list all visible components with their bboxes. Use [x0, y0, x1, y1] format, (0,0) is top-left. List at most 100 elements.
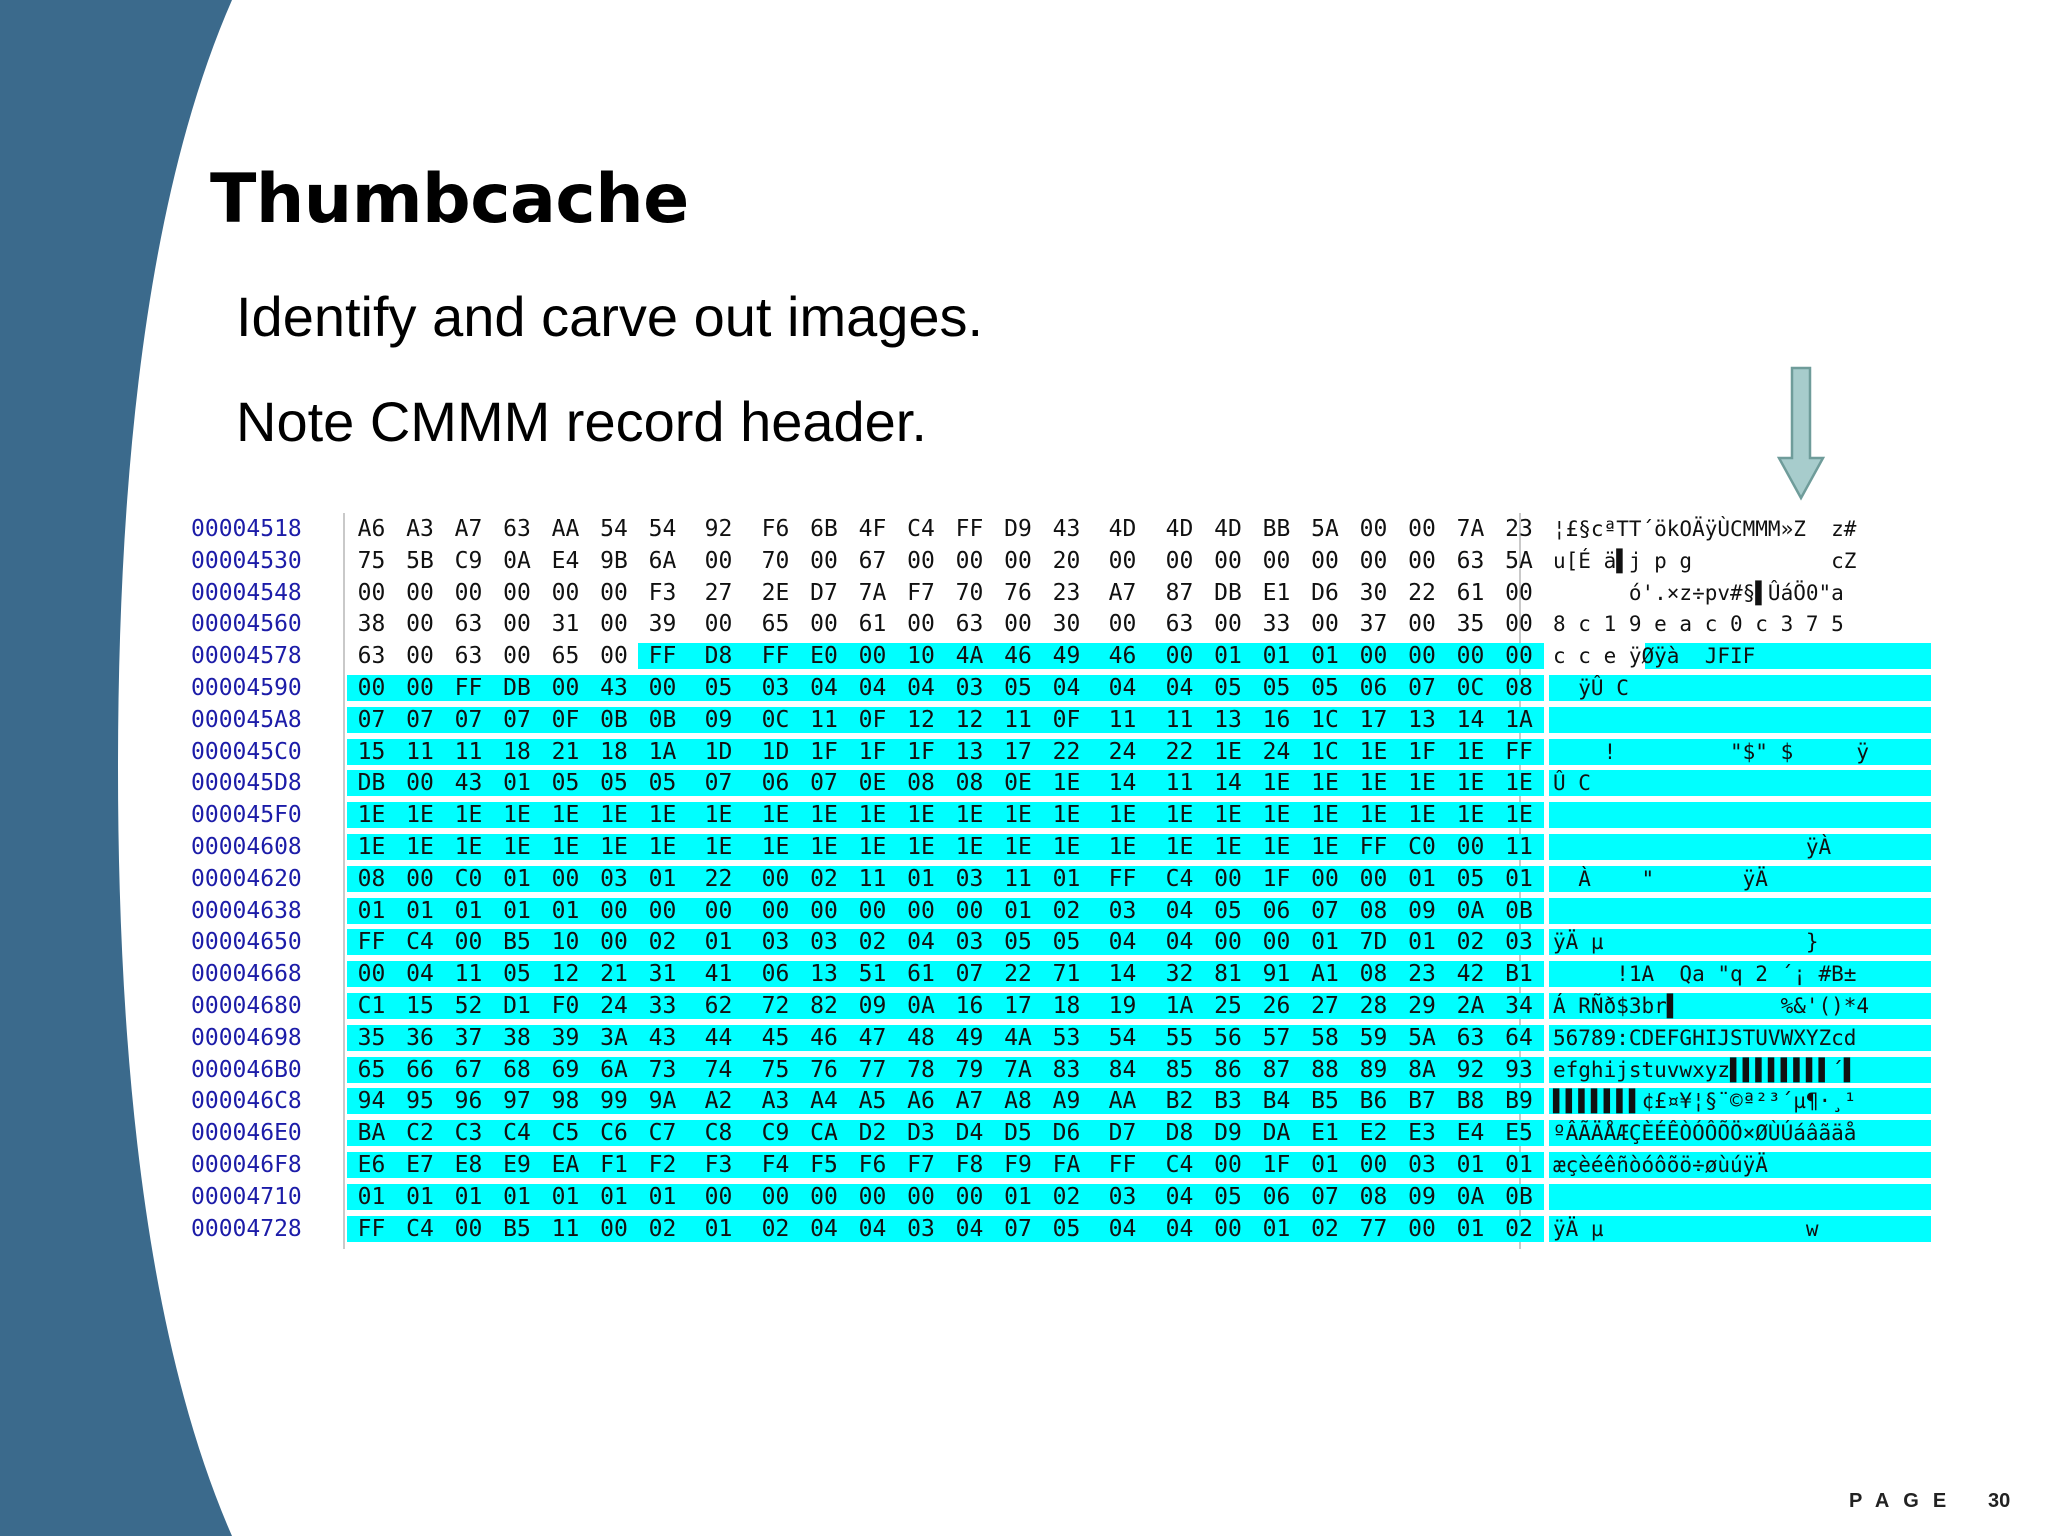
hex-byte[interactable]: 00	[1311, 611, 1339, 638]
hex-byte[interactable]: 00	[896, 897, 946, 924]
hex-byte[interactable]: E4	[551, 547, 580, 574]
hex-byte[interactable]: 14	[1446, 706, 1495, 733]
hex-byte[interactable]: B8	[1446, 1088, 1495, 1115]
hex-byte[interactable]: A8	[993, 1088, 1043, 1115]
hex-byte[interactable]: E4	[1446, 1120, 1495, 1147]
hex-byte[interactable]: 01	[492, 865, 542, 892]
hex-byte[interactable]: 05	[1042, 1215, 1091, 1242]
hex-byte[interactable]: 49	[945, 1024, 994, 1051]
hex-byte[interactable]: 13	[1203, 706, 1253, 733]
hex-byte[interactable]: A4	[799, 1088, 849, 1115]
hex-byte[interactable]: F8	[945, 1152, 994, 1178]
hex-byte[interactable]: 00	[541, 865, 590, 892]
hex-byte[interactable]: 07	[686, 770, 751, 797]
hex-byte[interactable]: 01	[444, 1183, 493, 1210]
hex-byte[interactable]: 51	[848, 961, 897, 988]
hex-byte[interactable]: 1E	[444, 802, 493, 829]
hex-byte[interactable]: 54	[600, 516, 628, 542]
hex-byte[interactable]: 47	[848, 1024, 897, 1051]
hex-byte[interactable]: 43	[444, 770, 493, 797]
hex-byte[interactable]: 22	[1408, 579, 1436, 606]
hex-byte[interactable]: 08	[347, 865, 396, 892]
hex-byte[interactable]: 1E	[1042, 770, 1091, 797]
hex-byte[interactable]: F3	[686, 1152, 751, 1178]
hex-byte[interactable]: 63	[454, 643, 483, 670]
hex-byte[interactable]: 00	[751, 865, 800, 892]
hex-byte[interactable]: 12	[896, 706, 946, 733]
hex-byte[interactable]: BA	[347, 1120, 396, 1147]
hex-byte[interactable]: 52	[444, 993, 493, 1019]
hex-byte[interactable]: C4	[492, 1120, 542, 1147]
hex-byte[interactable]: 01	[347, 1183, 396, 1210]
hex-byte[interactable]: 7A	[858, 579, 887, 606]
hex-byte[interactable]: B5	[492, 929, 542, 956]
hex-byte[interactable]: 02	[1446, 929, 1495, 956]
hex-byte[interactable]: 00	[945, 1183, 994, 1210]
hex-byte[interactable]: 1E	[1042, 834, 1091, 860]
hex-byte[interactable]: 43	[638, 1024, 687, 1051]
hex-byte[interactable]: 00	[945, 897, 994, 924]
hex-byte[interactable]: 00	[704, 611, 733, 638]
hex-byte[interactable]: 01	[993, 897, 1043, 924]
hex-byte[interactable]: 65	[347, 1056, 396, 1083]
hex-byte[interactable]: 63	[357, 643, 386, 670]
hex-byte[interactable]: 00	[1397, 1215, 1447, 1242]
hex-byte[interactable]: FF	[1090, 1152, 1155, 1178]
hex-byte[interactable]: 65	[551, 643, 580, 670]
hex-byte[interactable]: 02	[638, 929, 687, 956]
hex-byte[interactable]: 07	[1300, 1183, 1350, 1210]
hex-byte[interactable]: 24	[589, 993, 639, 1019]
hex-byte[interactable]: 1E	[848, 802, 897, 829]
hex-byte[interactable]: 1E	[1494, 770, 1544, 797]
hex-byte[interactable]: 08	[1494, 675, 1544, 701]
hex-byte[interactable]: C9	[751, 1120, 800, 1147]
hex-byte[interactable]: 76	[1004, 579, 1032, 606]
hex-byte[interactable]: A7	[1108, 579, 1137, 606]
hex-byte[interactable]: 04	[1155, 929, 1204, 956]
hex-byte[interactable]: 00	[1494, 643, 1544, 670]
hex-byte[interactable]: 61	[858, 611, 887, 638]
hex-byte[interactable]: 00	[810, 547, 838, 574]
hex-byte[interactable]: 27	[704, 579, 733, 606]
hex-byte[interactable]: 13	[945, 738, 994, 765]
hex-byte[interactable]: 01	[1300, 1152, 1350, 1178]
hex-byte[interactable]: 1E	[993, 834, 1043, 860]
hex-byte[interactable]: 1E	[1252, 770, 1301, 797]
hex-byte[interactable]: 00	[1446, 834, 1495, 860]
hex-byte[interactable]: 1E	[799, 834, 849, 860]
hex-byte[interactable]: 1E	[444, 834, 493, 860]
hex-byte[interactable]: 15	[347, 738, 396, 765]
hex-byte[interactable]: E2	[1349, 1120, 1398, 1147]
hex-byte[interactable]: 00	[638, 897, 687, 924]
hex-byte[interactable]: 1E	[492, 802, 542, 829]
hex-byte[interactable]: 44	[686, 1024, 751, 1051]
hex-byte[interactable]: 20	[1052, 547, 1081, 574]
hex-byte[interactable]: A2	[686, 1088, 751, 1115]
hex-byte[interactable]: D2	[848, 1120, 897, 1147]
hex-byte[interactable]: FF	[1090, 865, 1155, 892]
hex-byte[interactable]: D9	[1004, 516, 1032, 542]
hex-byte[interactable]: 01	[1252, 1215, 1301, 1242]
hex-byte[interactable]: 30	[1052, 611, 1081, 638]
hex-byte[interactable]: 1E	[1155, 802, 1204, 829]
hex-byte[interactable]: 1E	[1397, 802, 1447, 829]
hex-byte[interactable]: 43	[589, 675, 639, 701]
hex-byte[interactable]: 1E	[1042, 802, 1091, 829]
hex-byte[interactable]: 00	[395, 865, 445, 892]
hex-byte[interactable]: 04	[1090, 675, 1155, 701]
hex-byte[interactable]: 05	[589, 770, 639, 797]
hex-byte[interactable]: 07	[347, 706, 396, 733]
hex-byte[interactable]: 06	[1252, 1183, 1301, 1210]
hex-byte[interactable]: 16	[1252, 706, 1301, 733]
hex-byte[interactable]: AA	[551, 516, 580, 542]
hex-byte[interactable]: D6	[1311, 579, 1339, 606]
hex-byte[interactable]: 00	[444, 1215, 493, 1242]
hex-byte[interactable]: 7D	[1349, 929, 1398, 956]
hex-byte[interactable]: FF	[638, 643, 687, 670]
